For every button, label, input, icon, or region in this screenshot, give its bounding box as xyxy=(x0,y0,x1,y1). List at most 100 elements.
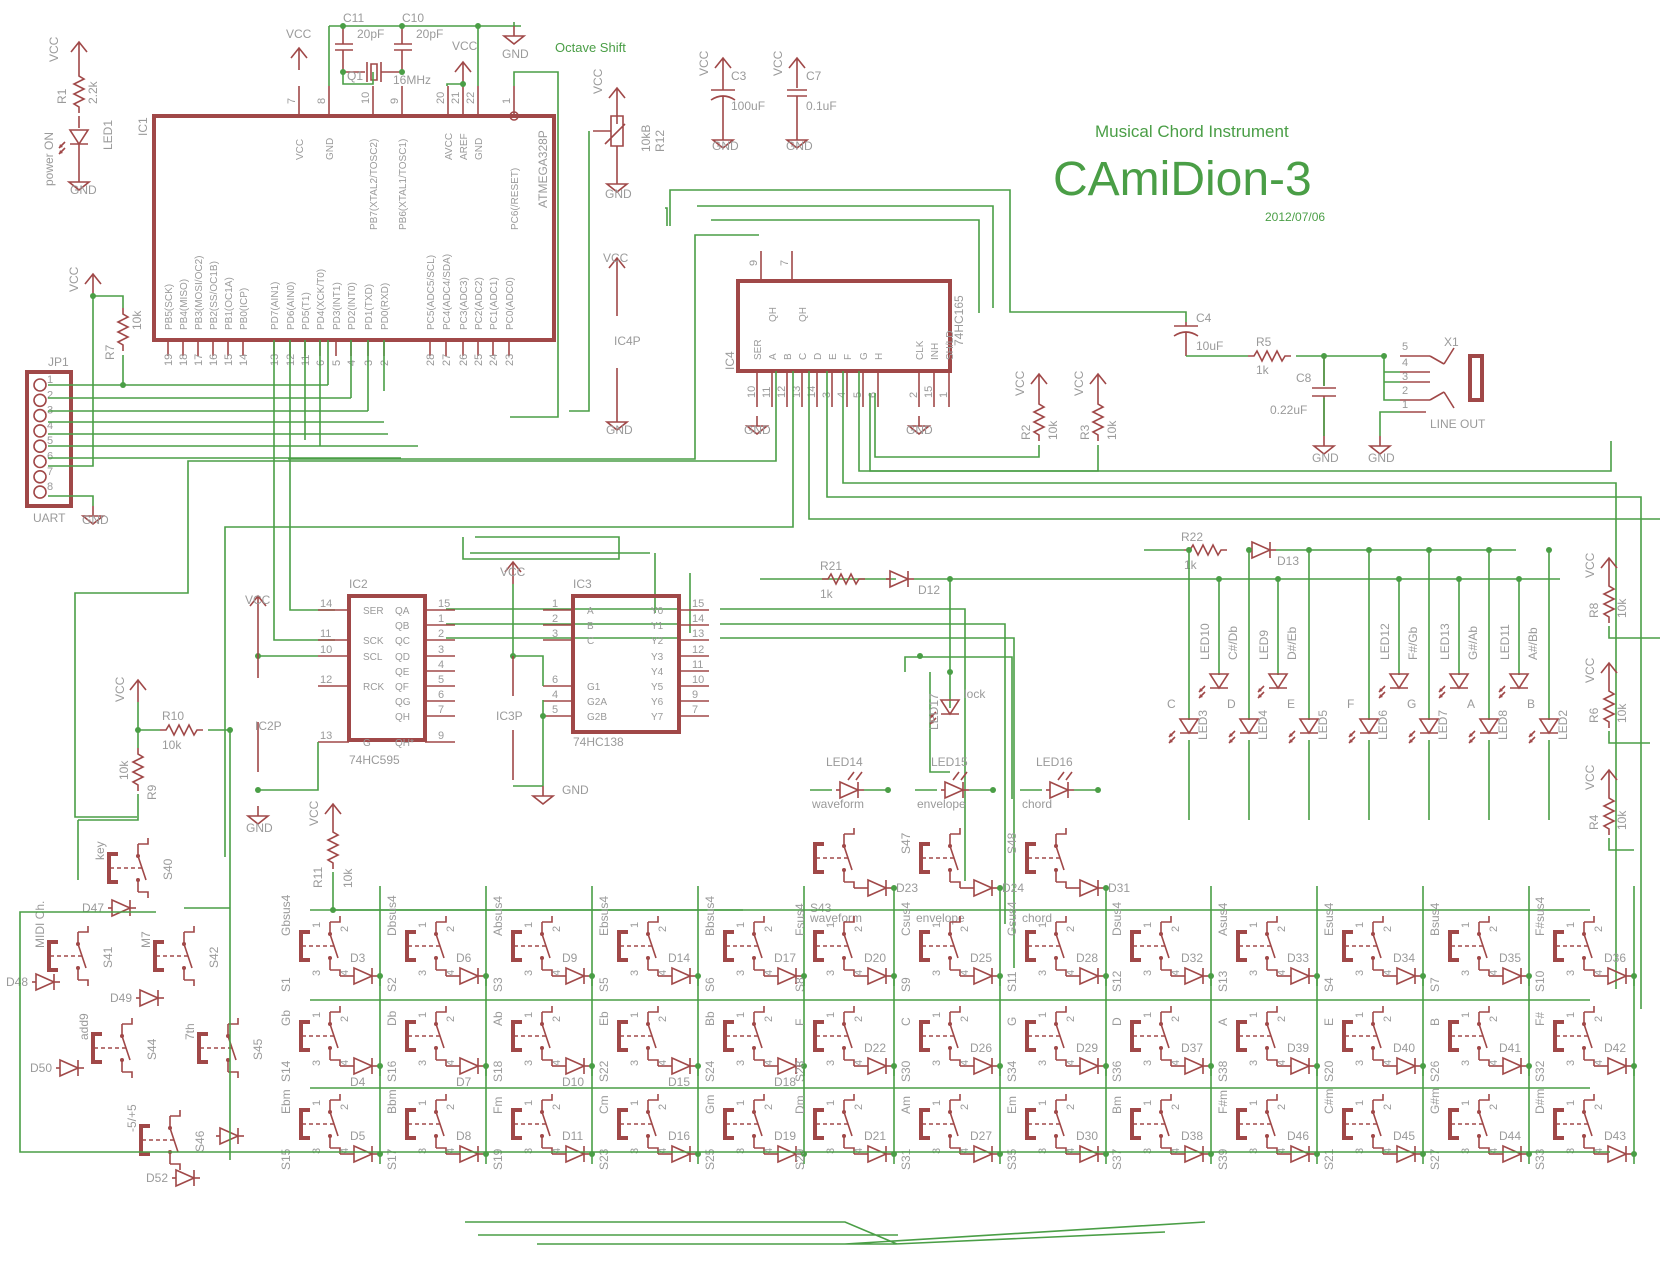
ic1-pin-number: 28 xyxy=(425,354,437,366)
ic1-pin-name: PC1(ADC1) xyxy=(489,277,500,330)
switch-ref: S47 xyxy=(899,832,913,854)
chord-label: Gsus4 xyxy=(1005,901,1019,936)
diode-icon xyxy=(1392,1145,1422,1163)
ic3-pin-number: 9 xyxy=(692,689,698,701)
switch-pin: 3 xyxy=(417,970,429,976)
switch-pin: 2 xyxy=(763,1016,775,1022)
switch-pin: 2 xyxy=(959,1104,971,1110)
chord-label: Bbm xyxy=(385,1089,399,1114)
led17-ref: LED17 xyxy=(927,693,941,730)
vcc-label: VCC xyxy=(47,36,61,62)
modifier-label: key xyxy=(93,841,107,860)
switch-pin: 3 xyxy=(1565,1060,1577,1066)
led-icon xyxy=(1168,718,1199,744)
switch-pin: 2 xyxy=(445,1016,457,1022)
ic4-part: 74HC165 xyxy=(952,295,966,346)
switch-pin: 1 xyxy=(311,1012,323,1018)
switch-pin: 4 xyxy=(445,1060,457,1066)
diode-ref: D42 xyxy=(1604,1041,1626,1055)
led-icon xyxy=(1378,673,1409,699)
ic1-pin-name: PC0(ADC0) xyxy=(505,277,516,330)
ic4-pin-number: 6 xyxy=(867,392,879,398)
modifier-switch-icon xyxy=(197,1016,240,1080)
switch-pin: 1 xyxy=(825,1100,837,1106)
junction xyxy=(1486,547,1492,553)
ic3-pin-number: 4 xyxy=(552,689,558,701)
diode-ref: D32 xyxy=(1181,951,1203,965)
diode-icon xyxy=(863,1057,893,1075)
switch-ref: S8 xyxy=(793,977,807,992)
ic4-pin-name: A xyxy=(768,353,779,360)
ic2p-ref: IC2P xyxy=(255,719,282,733)
switch-pin: 1 xyxy=(1565,1100,1577,1106)
jp1-pin-number: 4 xyxy=(47,420,53,432)
ic2-pin-name: QC xyxy=(395,636,410,647)
switch-pin: 2 xyxy=(657,926,669,932)
r11-ref: R11 xyxy=(311,867,325,888)
ic2-74hc595: IC2 74HC595 14SER11SCK10SCL12RCK13G15QA1… xyxy=(245,577,455,835)
led-note-label: G xyxy=(1407,697,1416,711)
vcc-label: VCC xyxy=(245,593,271,607)
jp1-pin-number: 7 xyxy=(47,466,53,478)
gnd-label: GND xyxy=(906,423,933,437)
switch-pin: 1 xyxy=(629,1100,641,1106)
diode-icon xyxy=(863,879,893,897)
switch-pin: 2 xyxy=(1382,1104,1394,1110)
title-subtitle: Musical Chord Instrument xyxy=(1095,122,1289,141)
diode-icon xyxy=(667,1145,697,1163)
ic4p-ref: IC4P xyxy=(614,334,641,348)
diode-ref: D46 xyxy=(1287,1129,1309,1143)
ic1-pin-name: PB5(SCK) xyxy=(164,284,175,330)
jp1-pin-number: 6 xyxy=(47,451,53,463)
switch-pin: 4 xyxy=(445,1148,457,1154)
r21-value: 1k xyxy=(820,587,834,601)
switch-pin: 2 xyxy=(1593,1104,1605,1110)
ic3-pin-name: G2B xyxy=(587,712,607,723)
led-ref: LED2 xyxy=(1556,710,1570,740)
switch-pin: 4 xyxy=(339,1060,351,1066)
switch-pin: 2 xyxy=(551,926,563,932)
switch-pin: 1 xyxy=(1565,922,1577,928)
x1-label: LINE OUT xyxy=(1430,417,1486,431)
c8-value: 0.22uF xyxy=(1270,403,1307,417)
switch-ref: S3 xyxy=(491,977,505,992)
chord-label: Gbsus4 xyxy=(279,894,293,936)
ic2-pin-name: QH* xyxy=(395,738,414,749)
led-icon xyxy=(1228,718,1259,744)
diode-ref: D5 xyxy=(350,1129,366,1143)
switch-pin: 2 xyxy=(1593,926,1605,932)
ic1-pin-name: PB0(ICP) xyxy=(239,288,250,330)
resistor-value: 10k xyxy=(1615,810,1629,830)
mode-led-label: envelope xyxy=(917,797,966,811)
diode-icon xyxy=(1180,967,1210,985)
diode-icon xyxy=(1603,1145,1633,1163)
switch-pin: 3 xyxy=(1460,1148,1472,1154)
switch-pin: 4 xyxy=(1065,1148,1077,1154)
ic1-pin-name: PB1(OC1A) xyxy=(224,277,235,330)
ic1-pin-number: 25 xyxy=(473,354,485,366)
ic4-pin-number: 11 xyxy=(761,387,773,398)
r5-ref: R5 xyxy=(1256,335,1272,349)
ic1-pin-name: VCC xyxy=(295,139,306,160)
diode-icon xyxy=(171,1169,201,1187)
switch-ref: S26 xyxy=(1428,1060,1442,1082)
diode-ref: D48 xyxy=(6,975,28,989)
ic4-pin-name: INH xyxy=(930,343,941,360)
switch-ref: S2 xyxy=(385,977,399,992)
diode-ref: D47 xyxy=(82,901,104,915)
diode-icon xyxy=(107,899,137,917)
switch-pin: 4 xyxy=(1593,970,1605,976)
diode-icon xyxy=(1603,967,1633,985)
switch-pin: 2 xyxy=(1593,1016,1605,1022)
switch-ref: S46 xyxy=(193,1130,207,1152)
ic2-pin-number: 12 xyxy=(320,674,332,686)
r21-ref: R21 xyxy=(820,559,842,573)
ic3-pin-name: Y5 xyxy=(651,682,664,693)
chord-label: F#sus4 xyxy=(1533,896,1547,936)
ic1-pin-number: 16 xyxy=(208,354,220,366)
ic4-pin-name: B xyxy=(783,353,794,360)
switch-ref: S17 xyxy=(385,1148,399,1170)
ic1-pin-number: 19 xyxy=(163,354,175,366)
